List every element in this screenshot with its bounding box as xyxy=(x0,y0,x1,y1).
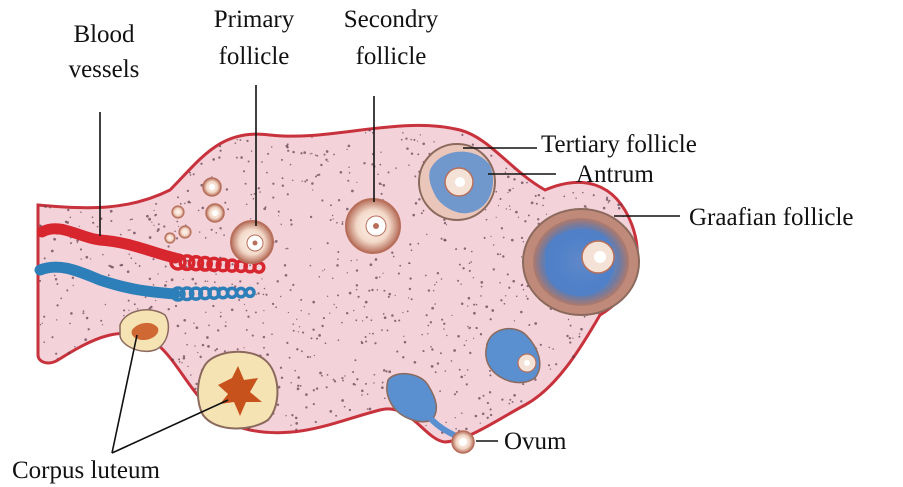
primary-follicle-label-line1: Primary xyxy=(214,6,295,33)
corpus-luteum-small xyxy=(120,310,168,352)
tertiary-follicle-label: Tertiary follicle xyxy=(541,131,697,158)
corpus-luteum-label: Corpus luteum xyxy=(12,457,160,484)
tertiary-follicle xyxy=(419,144,495,220)
antrum-label: Antrum xyxy=(576,161,654,188)
blood-vessels-label-line1: Blood xyxy=(73,21,135,48)
primary-follicle-label-line2: follicle xyxy=(219,43,290,70)
secondary-follicle-label-line1: Secondry xyxy=(344,6,439,33)
secondary-follicle-label-line2: follicle xyxy=(356,43,427,70)
secondary-follicle xyxy=(346,199,400,253)
blood-vessels-label-line2: vessels xyxy=(69,56,140,83)
graafian-follicle-label: Graafian follicle xyxy=(689,204,854,231)
ovum-label: Ovum xyxy=(504,428,567,455)
corpus-luteum-large xyxy=(198,352,278,429)
graafian-follicle xyxy=(523,209,639,315)
primary-follicle xyxy=(231,221,273,263)
